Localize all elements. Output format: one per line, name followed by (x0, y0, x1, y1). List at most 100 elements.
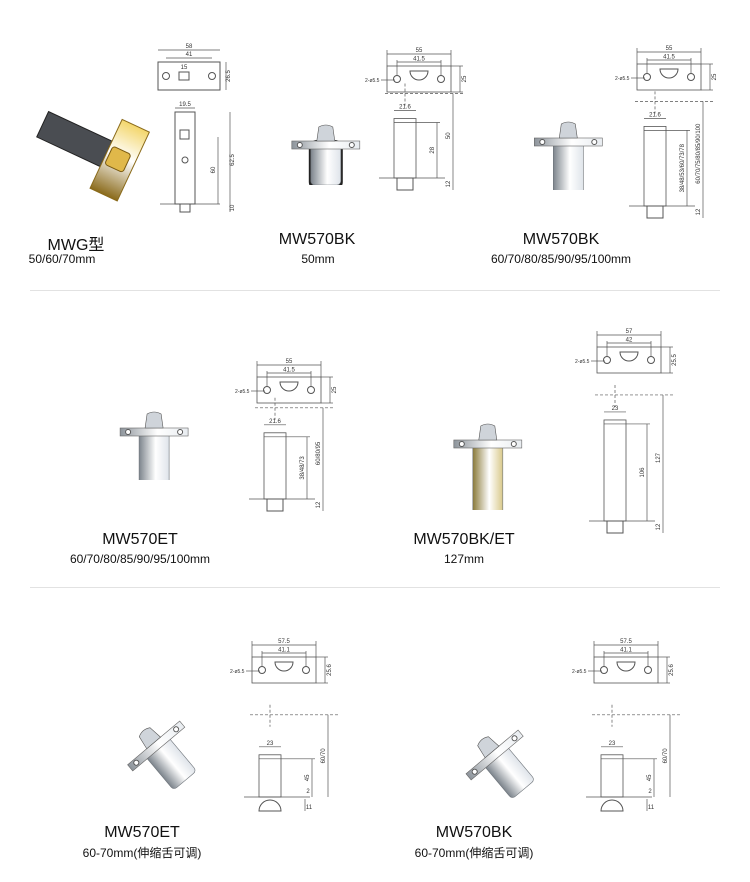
dimension-label: 60/70/75/80/85/90/100 (696, 123, 702, 184)
product-size: 60-70mm(伸缩舌可调) (82, 846, 202, 860)
screw-hole (458, 441, 465, 447)
latch-bolt-outline (258, 799, 282, 812)
dimension-label: 58 (186, 44, 193, 50)
hole-label: 2-ø5.5 (235, 389, 250, 395)
screw-hole (162, 72, 170, 80)
screw-hole (296, 142, 303, 148)
bolt-cutout (409, 70, 429, 81)
product-name: MW570BK (435, 824, 513, 841)
dimension-label: 60/80/95 (316, 441, 322, 465)
latch-bolt (558, 121, 578, 139)
dimension-label: 41.1 (278, 648, 290, 654)
dimension-label: 28 (430, 146, 436, 153)
dimension-label: 25 (462, 75, 468, 82)
dimension-label: 41.5 (663, 55, 675, 61)
latch-body (36, 110, 113, 168)
dimension-label: 38/48/53/60/73/78 (680, 143, 686, 192)
latch-tube (472, 443, 504, 510)
latch-photo (534, 121, 603, 190)
dimension-label: 23 (609, 741, 616, 747)
screw-hole (133, 759, 140, 766)
dimension-label: 57.5 (620, 639, 632, 645)
dimension-label: 55 (666, 46, 673, 52)
screw-hole (208, 72, 216, 80)
latch-body-outline (393, 118, 417, 179)
dimension-label: 57.5 (278, 639, 290, 645)
product-photo (127, 720, 196, 789)
latch-body-outline (600, 754, 624, 798)
dimension-label: 45 (305, 774, 311, 781)
screw-hole (687, 73, 695, 81)
product-size: 60-70mm(伸缩舌可调) (414, 846, 534, 860)
latch-tube (553, 141, 584, 190)
product-photo (534, 121, 603, 190)
bolt-cutout (619, 351, 639, 362)
screw-hole (591, 139, 598, 145)
dimension-label: 2 (306, 789, 310, 795)
latch-bolt (138, 727, 161, 750)
screw-hole (125, 429, 132, 435)
screw-hole (539, 139, 546, 145)
latch-body-outline (263, 432, 287, 500)
dimension-label: 127 (656, 452, 662, 463)
dimension-label: 55 (416, 48, 423, 54)
dimension-label: 106 (640, 467, 646, 478)
product-name: MW570ET (104, 824, 180, 841)
screw-hole (511, 735, 518, 742)
latch-body-outline (603, 419, 627, 522)
dimension-label: 25.6 (669, 664, 675, 676)
dimension-label: 42 (626, 338, 633, 344)
bolt-cutout (274, 661, 294, 672)
latch-bolt-outline (600, 799, 624, 812)
dimension-label: 2 (648, 789, 652, 795)
case-outline (174, 111, 196, 205)
screw-hole (510, 441, 517, 447)
dimension-label: 10 (230, 204, 236, 211)
hole-label: 2-ø5.5 (575, 359, 590, 365)
dimension-label: 60/70 (663, 748, 669, 764)
dimension-label: 41.1 (620, 648, 632, 654)
latch-photo (291, 124, 361, 185)
product-photo (453, 423, 523, 510)
screw-hole (471, 768, 478, 775)
strike-plate-outline (596, 346, 662, 374)
product-name: MW570ET (102, 531, 178, 548)
product-size: 60/70/80/85/90/95/100mm (69, 552, 211, 566)
latch-photo (36, 110, 151, 202)
dimension-label: 12 (656, 523, 662, 530)
latch-bolt (478, 423, 498, 441)
screw-hole (600, 666, 608, 674)
bolt-cutout (659, 68, 679, 79)
latch-photo (465, 729, 534, 798)
product-name: MW570BK (522, 231, 600, 248)
strike-plate-outline (256, 376, 322, 404)
dimension-label: 62.5 (230, 154, 236, 166)
screw-hole (647, 356, 655, 364)
dimension-label: 19.5 (179, 102, 191, 108)
product-size: 50/60/70mm (28, 252, 96, 266)
dimension-label: 60/70 (321, 748, 327, 764)
product-photo (119, 411, 189, 480)
dimension-label: 38/48/73 (300, 456, 306, 480)
latch-body-outline (258, 754, 282, 798)
dimension-label: 25 (332, 386, 338, 393)
dimension-label: 23 (267, 741, 274, 747)
latch-photo (127, 720, 196, 789)
dimension-label: 50 (446, 132, 452, 139)
screw-hole (603, 356, 611, 364)
latch-photo (453, 423, 523, 510)
dimension-label: 12 (446, 180, 452, 187)
screw-hole (437, 75, 445, 83)
screw-hole (177, 429, 184, 435)
latch-bolt (105, 146, 131, 173)
latch-tube (310, 144, 342, 185)
dimension-label: 21.6 (399, 105, 411, 111)
bolt-cutout (616, 661, 636, 672)
screw-hole (302, 666, 310, 674)
product-name: MWG型 (47, 237, 105, 254)
product-name: MW570BK/ET (413, 531, 515, 548)
latch-body-outline (643, 126, 667, 207)
